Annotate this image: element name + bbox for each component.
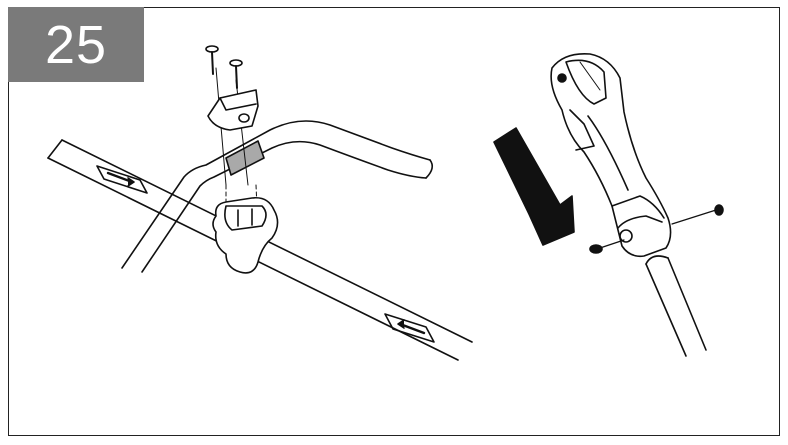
handle-grip xyxy=(550,52,672,258)
grip-screw xyxy=(671,204,724,225)
grip-nut xyxy=(589,239,625,254)
upper-handle-bar xyxy=(121,120,434,273)
screw-2 xyxy=(229,59,243,89)
step-number-badge: 25 xyxy=(8,7,144,82)
handle-tube xyxy=(645,255,707,357)
slide-direction-arrow-right xyxy=(384,313,435,343)
screw-1 xyxy=(205,45,219,75)
clamp-knob xyxy=(212,196,279,274)
top-bracket xyxy=(207,89,259,131)
press-down-arrow xyxy=(493,127,575,246)
slide-direction-arrow-left xyxy=(96,165,148,194)
